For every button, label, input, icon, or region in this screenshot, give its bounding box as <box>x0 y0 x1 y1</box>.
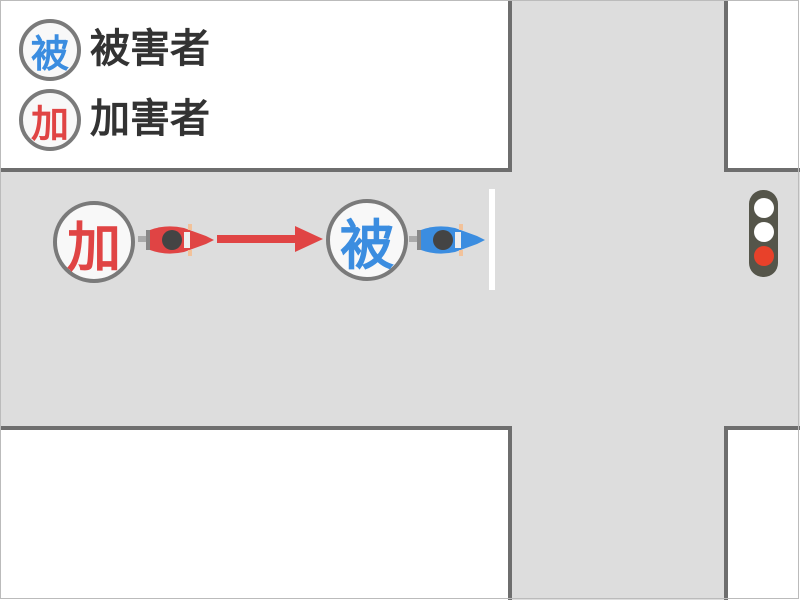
badge-symbol: 加 <box>30 101 69 146</box>
legend-offender-badge: 加 <box>19 89 81 151</box>
victim-motorcycle-icon <box>409 224 485 256</box>
legend-victim-label: 被害者 <box>90 26 210 72</box>
offender-motorcycle-icon <box>138 224 214 256</box>
badge-symbol: 被 <box>340 213 394 277</box>
curb <box>724 168 800 172</box>
badge-symbol: 加 <box>67 215 121 279</box>
vertical-road <box>510 0 726 600</box>
curb <box>724 0 728 172</box>
traffic-light <box>749 190 778 277</box>
offender-badge: 加 <box>53 201 135 283</box>
curb <box>508 426 512 600</box>
curb <box>0 426 512 430</box>
curb <box>508 0 512 172</box>
victim-badge: 被 <box>326 199 408 281</box>
lamp-red <box>753 246 774 266</box>
curb <box>724 426 800 430</box>
legend-victim-badge: 被 <box>19 19 81 81</box>
curb <box>724 426 728 600</box>
lamp-2 <box>753 222 774 242</box>
curb <box>0 168 512 172</box>
legend-offender-label: 加害者 <box>90 96 210 142</box>
badge-symbol: 被 <box>30 31 69 76</box>
lamp-1 <box>753 198 774 218</box>
stop-line <box>489 189 495 290</box>
direction-arrow-icon <box>217 226 323 252</box>
